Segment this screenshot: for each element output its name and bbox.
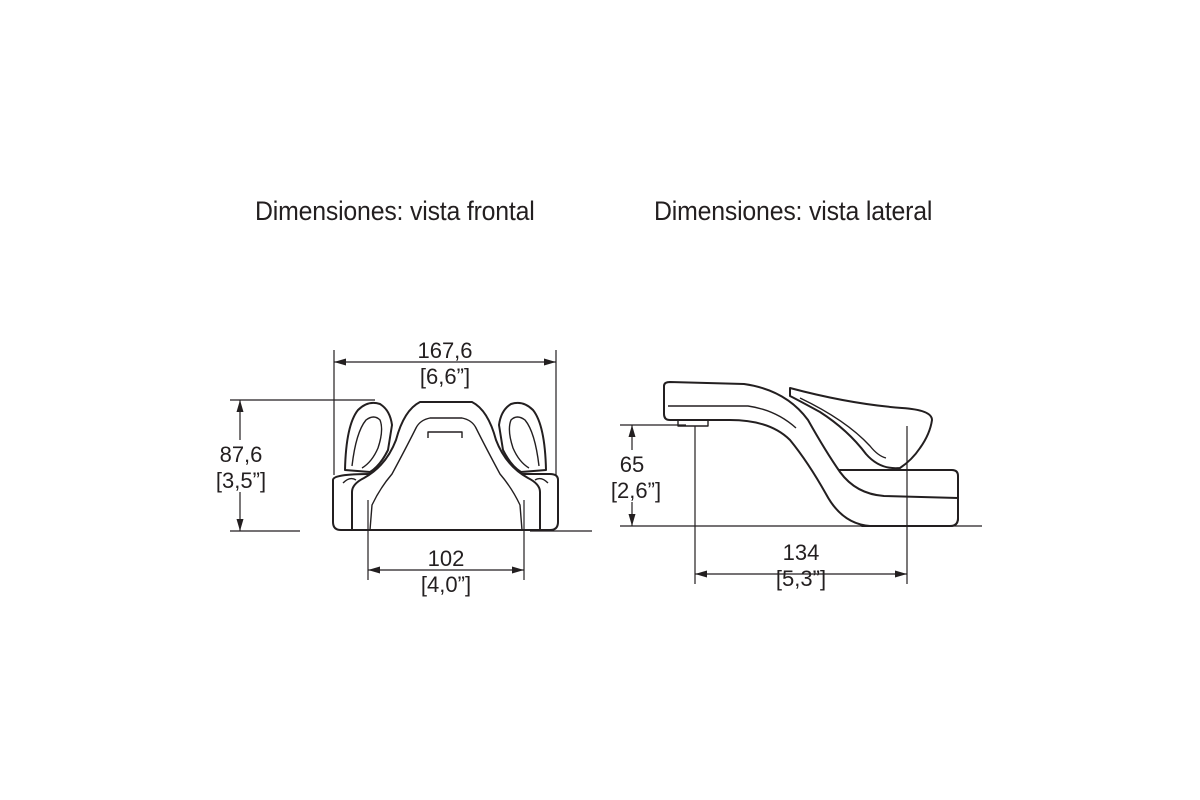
front-view-title: Dimensiones: vista frontal — [255, 196, 535, 226]
side-length-mm-label: 134 — [783, 540, 820, 565]
arrow-head — [236, 400, 244, 412]
front-view: 167,6 [6,6”] 87,6 [3,5”] 102 [4,0”] — [210, 338, 592, 597]
side-length-in-label: [5,3”] — [776, 566, 826, 591]
arrow-head — [236, 519, 244, 531]
arrow-head — [628, 514, 636, 526]
side-height-dimension: 65 [2,6”] — [600, 424, 982, 527]
front-base-mm-label: 102 — [428, 546, 465, 571]
front-height-in-label: [3,5”] — [216, 468, 266, 493]
side-view-part — [663, 381, 959, 527]
arrow-head — [544, 358, 556, 366]
arrow-head — [368, 566, 380, 574]
side-view: 65 [2,6”] 134 [5,3”] — [600, 381, 982, 591]
front-width-in-label: [6,6”] — [420, 364, 470, 389]
side-view-title: Dimensiones: vista lateral — [654, 196, 933, 226]
arrow-head — [695, 570, 707, 578]
front-base-dimension: 102 [4,0”] — [367, 500, 592, 597]
arrow-head — [334, 358, 346, 366]
side-length-dimension: 134 [5,3”] — [694, 426, 908, 591]
front-height-dimension: 87,6 [3,5”] — [210, 399, 375, 532]
front-height-mm-label: 87,6 — [220, 442, 263, 467]
arrow-head — [628, 425, 636, 437]
front-width-dimension: 167,6 [6,6”] — [333, 338, 557, 475]
front-width-mm-label: 167,6 — [417, 338, 472, 363]
front-view-part — [332, 401, 559, 531]
arrow-head — [512, 566, 524, 574]
side-height-mm-label: 65 — [620, 452, 644, 477]
side-height-in-label: [2,6”] — [611, 478, 661, 503]
arrow-head — [895, 570, 907, 578]
front-base-in-label: [4,0”] — [421, 572, 471, 597]
